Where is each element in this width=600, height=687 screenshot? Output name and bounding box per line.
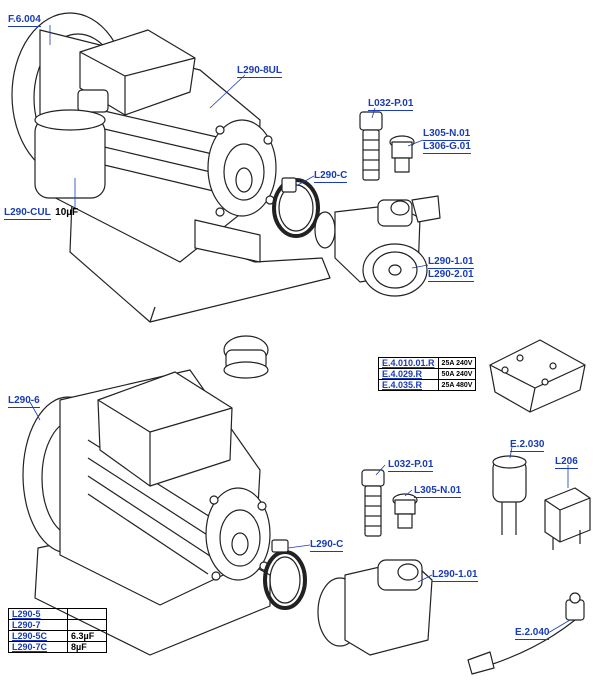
label-l290-cul: L290-CUL [4, 207, 51, 220]
relay-rating: 50A 240V [437, 368, 477, 380]
capacitor-table: L290-5 L290-7 L290-5C 6.3µF L290-7C 8µF [8, 608, 107, 653]
label-l290-101-lower: L290-1.01 [432, 569, 478, 582]
capacitor-row: L290-5C 6.3µF [8, 630, 107, 642]
label-l290-6: L290-6 [8, 395, 40, 408]
capacitor-row: L290-5 [8, 608, 107, 620]
component-l206-drawing [544, 487, 591, 550]
capacitor-value [67, 608, 107, 620]
label-l206: L206 [555, 456, 578, 469]
capacitor-row: L290-7 [8, 619, 107, 631]
label-e2040: E.2.040 [515, 627, 550, 640]
relay-code: E.4.010.01.R [378, 357, 439, 369]
capacitor-value: 6.3µF [67, 630, 107, 642]
relay-row: E.4.010.01.R 25A 240V [378, 357, 477, 369]
capacitor-drawing [492, 455, 527, 535]
label-l290-201: L290-2.01 [428, 269, 474, 282]
label-l305-n01-upper: L305-N.01 [423, 128, 471, 141]
label-f6004: F.6.004 [8, 14, 41, 27]
lower-motor-drawing [22, 335, 433, 656]
capacitor-code: L290-5 [8, 608, 68, 620]
sensor-e2040-drawing [467, 592, 585, 675]
label-l290-c-upper: L290-C [314, 170, 348, 183]
capacitor-value [67, 619, 107, 631]
relay-row: E.4.029.R 50A 240V [378, 368, 477, 380]
capacitor-code: L290-7 [8, 619, 68, 631]
capacitor-row: L290-7C 8µF [8, 641, 107, 653]
label-e2030: E.2.030 [510, 439, 545, 452]
relay-drawing [489, 339, 586, 413]
capacitor-code: L290-5C [8, 630, 68, 642]
label-l306-g01: L306-G.01 [423, 141, 471, 154]
upper-motor-drawing [11, 12, 441, 323]
relay-code: E.4.029.R [378, 368, 439, 380]
relay-table: E.4.010.01.R 25A 240V E.4.029.R 50A 240V… [378, 357, 477, 391]
relay-code: E.4.035.R [378, 379, 439, 391]
relay-rating: 25A 240V [437, 357, 477, 369]
capacitor-code: L290-7C [8, 641, 68, 653]
label-l032-p01-upper: L032-P.01 [368, 98, 414, 111]
label-l290-101-upper: L290-1.01 [428, 256, 474, 269]
label-group-l290-cul: L290-CUL 10µF [4, 202, 78, 220]
leader-lines [29, 25, 571, 634]
relay-row: E.4.035.R 25A 480V [378, 379, 477, 391]
label-l032-p01-lower: L032-P.01 [388, 459, 434, 472]
label-l290-c-lower: L290-C [310, 539, 344, 552]
relay-rating: 25A 480V [437, 379, 477, 391]
label-l305-n01-lower: L305-N.01 [414, 485, 462, 498]
label-l290-8ul: L290-8UL [237, 65, 283, 78]
capacitor-value: 8µF [67, 641, 107, 653]
label-l290-cul-value: 10µF [55, 207, 79, 218]
